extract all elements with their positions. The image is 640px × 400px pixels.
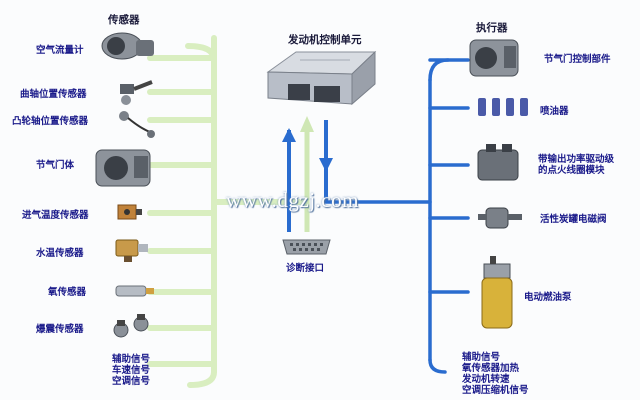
- sensor-label-crankshaft: 曲轴位置传感器: [20, 89, 87, 100]
- intake-temp-sensor-image: [117, 204, 142, 220]
- sensor-label-oxygen: 氧传感器: [48, 287, 87, 298]
- ecu-header: 发动机控制单元: [288, 34, 362, 46]
- actuators-header: 执行器: [476, 22, 508, 34]
- throttle-body-image: [95, 149, 151, 187]
- sensor-label-air-flow-meter: 空气流量计: [36, 45, 84, 56]
- actuator-footer-signals: 辅助信号 氧传感器加热 发动机转速 空调压缩机信号: [462, 352, 529, 396]
- sensor-label-intake-temp: 进气温度传感器: [22, 210, 89, 221]
- diagnostic-label: 诊断接口: [286, 263, 325, 274]
- camshaft-sensor-image: [119, 111, 155, 138]
- signal-arrows: [282, 116, 333, 232]
- sensor-label-camshaft: 凸轮轴位置传感器: [12, 116, 89, 127]
- sensor-footer-signals: 辅助信号 车速信号 空调信号: [112, 354, 151, 387]
- fuel-pump-image: [481, 256, 513, 329]
- ecu-unit: [266, 50, 377, 106]
- air-flow-meter-image: [101, 32, 154, 60]
- canister-valve-image: [478, 207, 522, 229]
- actuator-bus: [324, 58, 470, 374]
- sensor-label-coolant-temp: 水温传感器: [36, 248, 84, 259]
- coolant-temp-sensor-image: [115, 239, 148, 262]
- sensor-label-throttle-body: 节气门体: [36, 160, 75, 171]
- sensor-label-knock: 爆震传感器: [36, 324, 84, 335]
- actuator-label-injectors: 喷油器: [540, 106, 569, 117]
- crankshaft-sensor-image: [120, 80, 153, 105]
- oxygen-sensor-image: [115, 285, 154, 297]
- sensors-header: 传感器: [108, 14, 140, 26]
- injectors-image: [478, 98, 528, 116]
- actuator-label-canister-valve: 活性炭罐电磁阀: [540, 214, 607, 225]
- throttle-control-image: [469, 39, 519, 77]
- actuator-label-fuel-pump: 电动燃油泵: [524, 292, 572, 303]
- watermark: www.dgzj.com: [226, 188, 359, 212]
- actuator-label-ignition-coil: 带输出功率驱动级 的点火线圈模块: [538, 154, 615, 176]
- knock-sensor-image: [113, 314, 149, 338]
- diagnostic-connector: [282, 239, 331, 255]
- ignition-coil-image: [477, 144, 519, 181]
- actuator-label-throttle-control: 节气门控制部件: [544, 54, 611, 65]
